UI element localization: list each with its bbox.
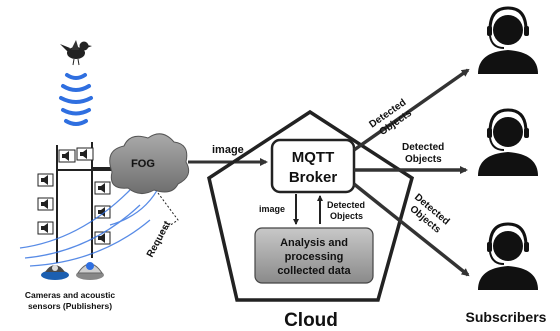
bird-icon [60, 40, 92, 66]
analysis-processing-box: Analysis and processing collected data [254, 227, 374, 284]
detected-mid-line1: Detected [402, 142, 444, 153]
broker-title-line1: MQTT [292, 149, 335, 166]
request-indicator: Request [145, 192, 179, 260]
speaker-icon [37, 173, 54, 187]
speaker-icons [37, 147, 111, 245]
analysis-line1: Analysis and [280, 237, 348, 249]
speaker-icon [37, 197, 54, 211]
speaker-icon [94, 205, 111, 219]
subscribers-label: Subscribers [466, 309, 547, 325]
image-inner-label: image [259, 204, 285, 214]
analysis-line3: collected data [277, 265, 351, 277]
fog-label: FOG [131, 158, 155, 170]
detected-inner-label-1: Detected [327, 200, 365, 210]
image-label: image [212, 144, 244, 156]
request-label: Request [145, 219, 174, 260]
analysis-line2: processing [285, 251, 344, 263]
broker-title-line2: Broker [289, 169, 338, 186]
publishers-label-line1: Cameras and acoustic [25, 290, 116, 300]
headset-user-icon [478, 222, 538, 290]
camera-icon [41, 265, 69, 280]
publishers-label-line2: sensors (Publishers) [28, 301, 112, 311]
speaker-icon [94, 181, 111, 195]
fog-node: FOG [109, 133, 190, 194]
headset-user-icon [478, 108, 538, 176]
speaker-icon [76, 147, 94, 161]
wifi-waves-icon [59, 73, 93, 126]
detected-inner-label-2: Objects [330, 211, 363, 221]
speaker-icon [58, 149, 76, 163]
cloud-pentagon [207, 109, 415, 302]
cloud-label: Cloud [284, 310, 338, 331]
mqtt-broker: MQTT Broker [270, 138, 356, 194]
camera-icon [76, 262, 104, 280]
speaker-icon [37, 221, 54, 235]
headset-user-icon [478, 6, 538, 74]
detected-mid-line2: Objects [405, 154, 442, 165]
detected-objects-middle: Detected Objects [402, 142, 444, 165]
broker-to-subscribers-arrows [352, 68, 470, 277]
